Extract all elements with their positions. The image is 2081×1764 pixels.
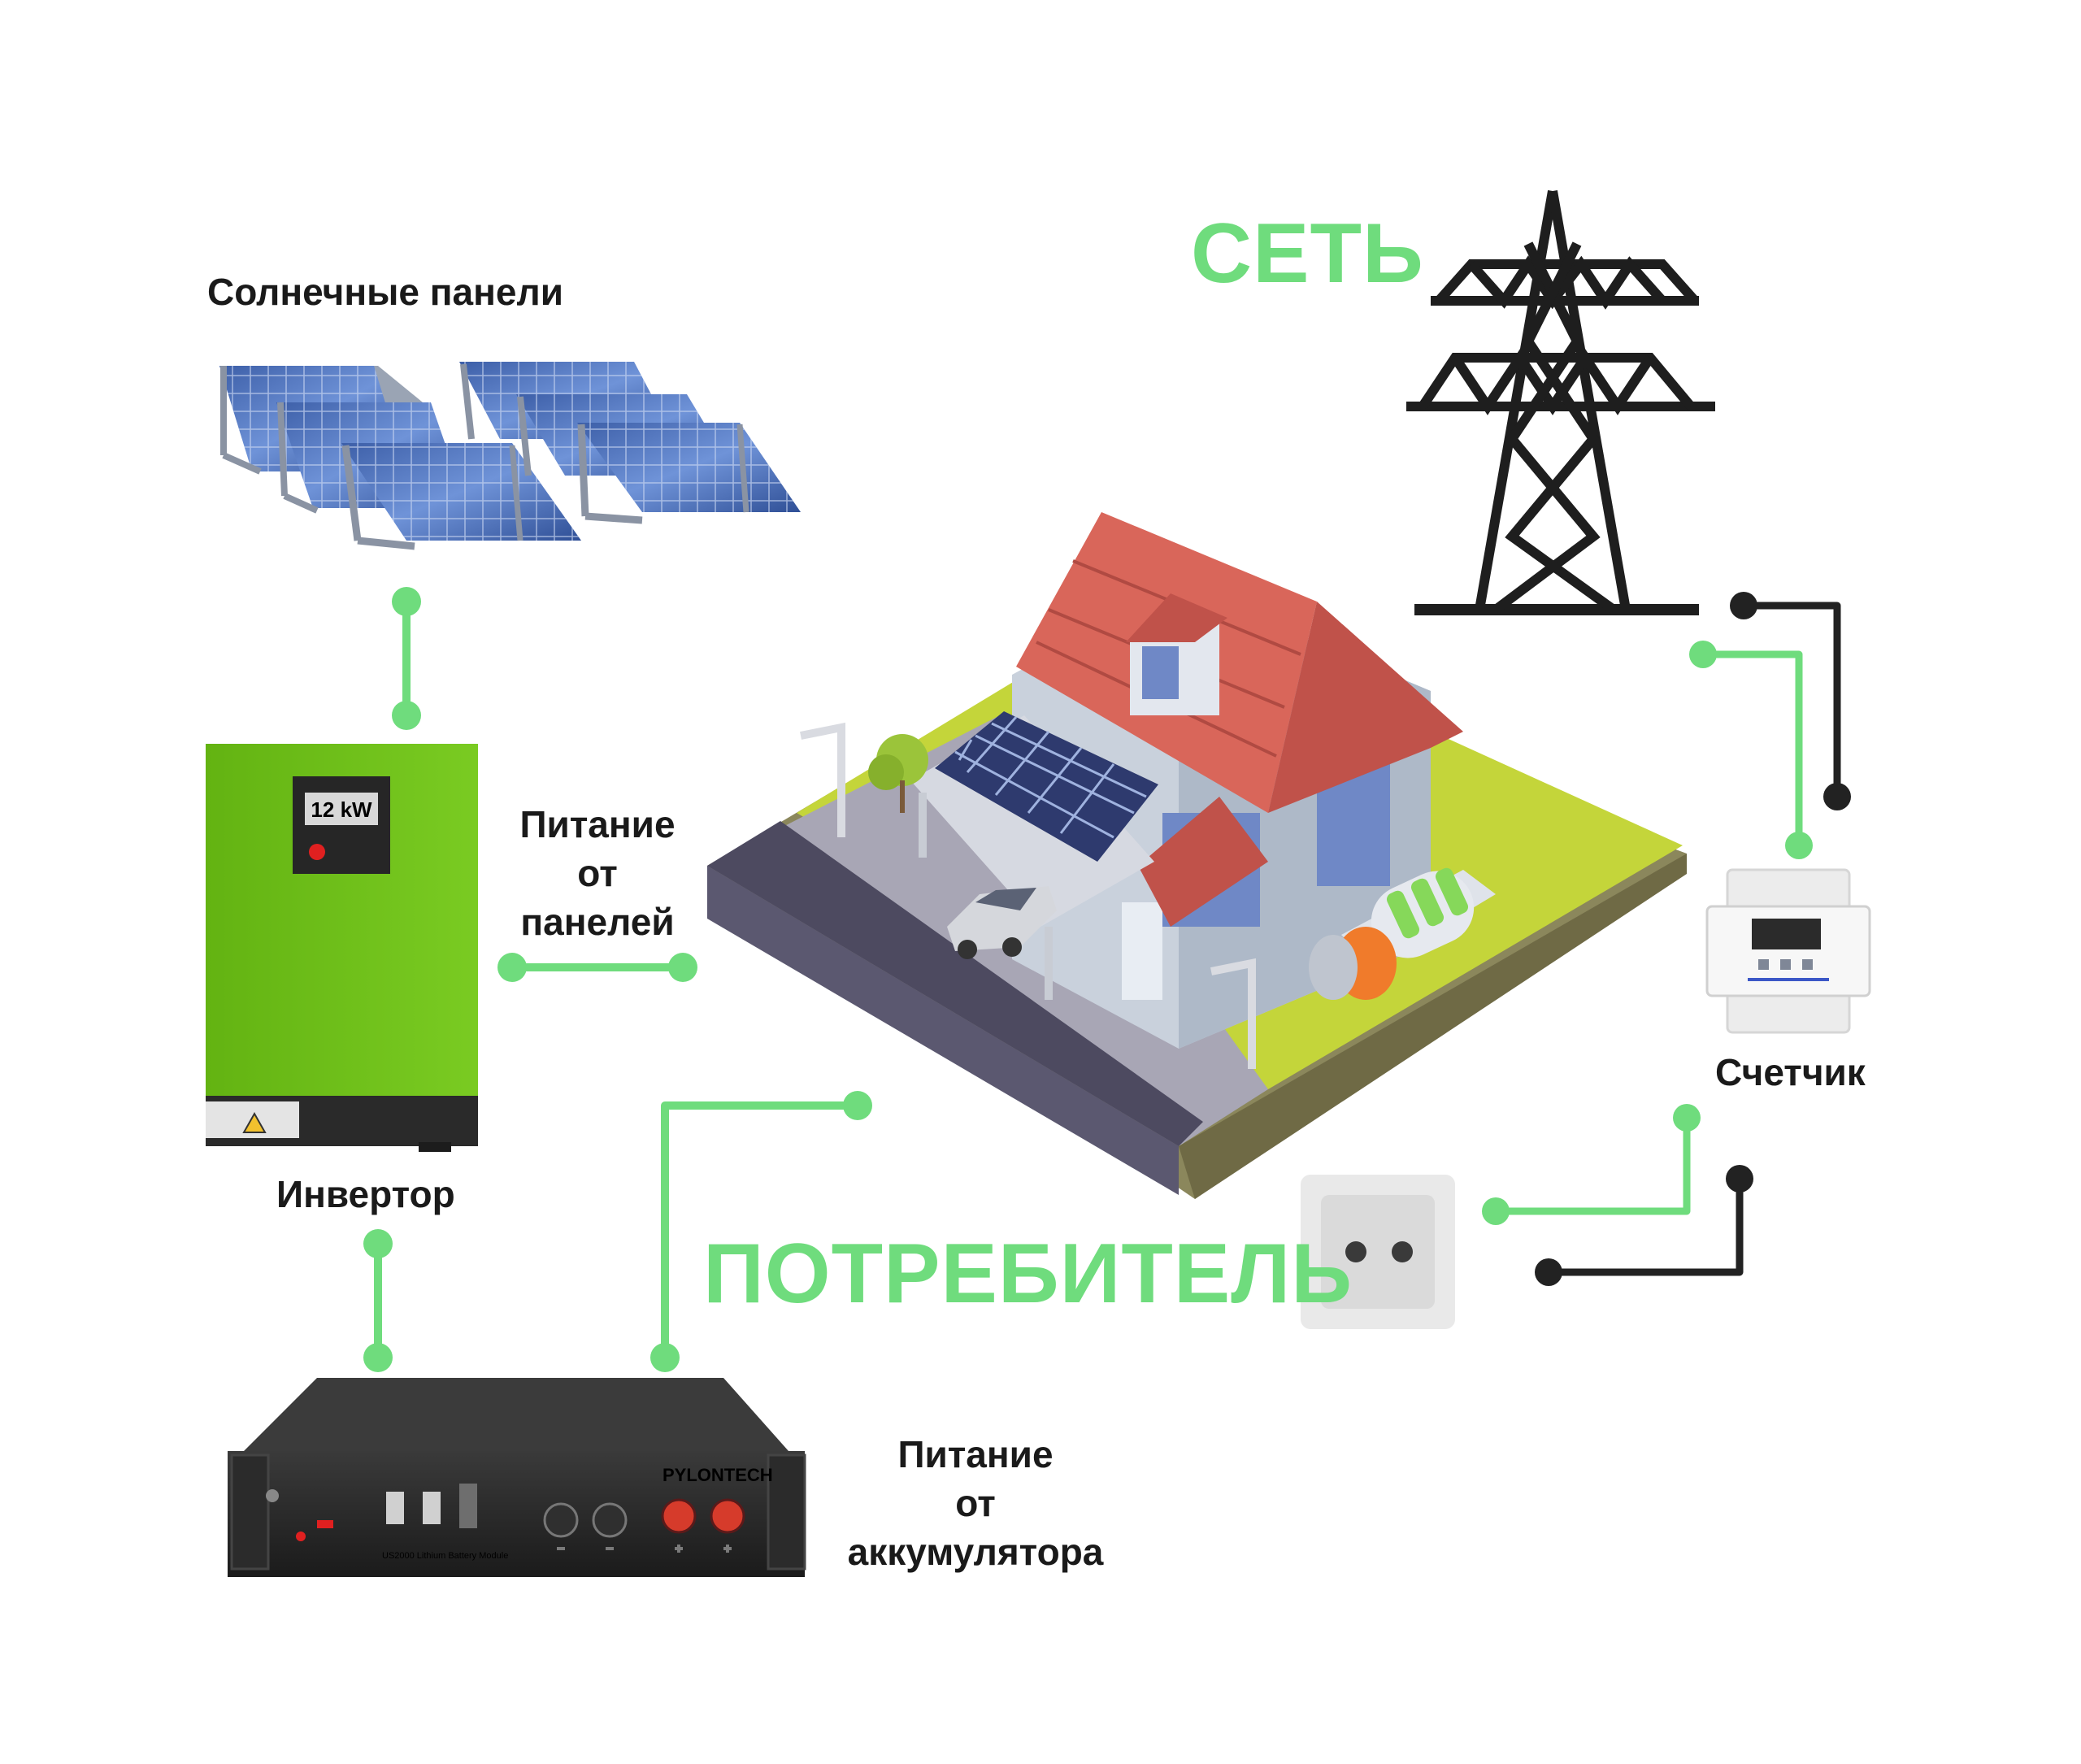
connector-grid-meter-dark (1740, 602, 1841, 801)
battery-icon (228, 1378, 806, 1577)
connector-meter-socket-dark (1544, 1175, 1744, 1276)
meter-icon (1705, 868, 1871, 1034)
battery-power-label: Питание от аккумулятора (847, 1433, 1104, 1573)
connector-lines (363, 587, 1851, 1372)
power-tower-icon (1406, 189, 1715, 615)
battery-brand-text: PYLONTECH (663, 1465, 773, 1485)
socket-icon (1301, 1175, 1455, 1329)
meter-label: Счетчик (1715, 1051, 1866, 1093)
battery-model-text: US2000 Lithium Battery Module (382, 1551, 508, 1561)
connector-meter-socket-green (1492, 1114, 1691, 1215)
panel-power-label: Питание от панелей (519, 803, 676, 943)
inverter-display-text: 12 kW (311, 797, 372, 822)
solar-panels-label: Солнечные панели (207, 271, 563, 313)
connector-grid-meter-green (1699, 650, 1803, 849)
inverter-label: Инвертор (276, 1173, 455, 1215)
consumer-label: ПОТРЕБИТЕЛЬ (703, 1227, 1353, 1321)
connector-battery-house (661, 1101, 862, 1362)
house-icon (707, 512, 1687, 1199)
solar-panels-icon (219, 362, 801, 550)
grid-label: СЕТЬ (1191, 206, 1424, 301)
inverter-icon (206, 744, 478, 1152)
